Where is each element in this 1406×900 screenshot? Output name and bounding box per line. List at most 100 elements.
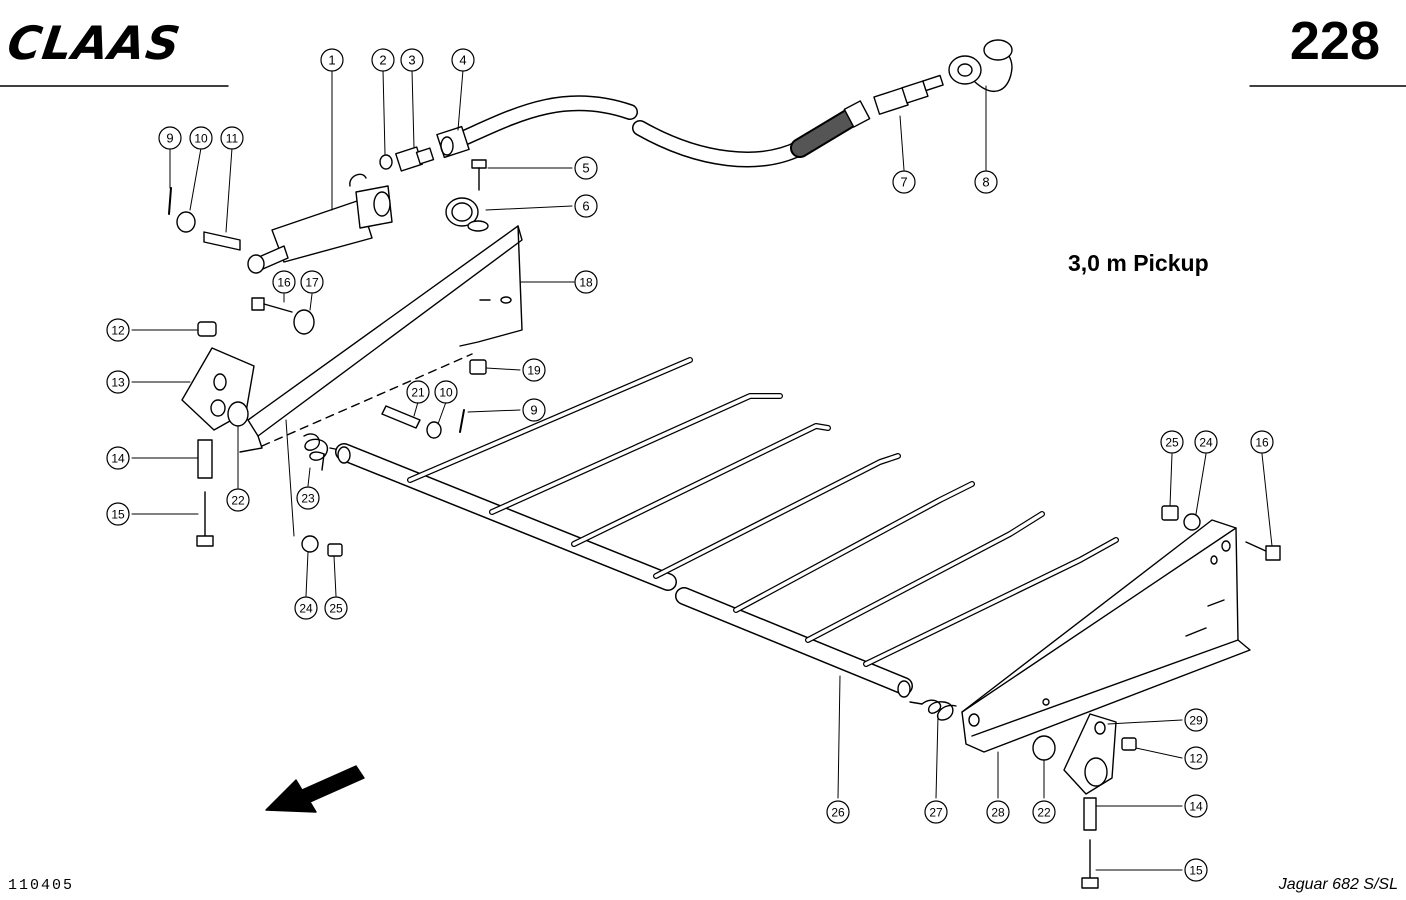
callout-number: 28: [991, 806, 1005, 820]
diagram-subtitle: 3,0 m Pickup: [1068, 250, 1209, 276]
callout-number: 22: [1037, 806, 1051, 820]
callout-2: 2: [371, 48, 395, 72]
washer: [1183, 513, 1201, 531]
side-frame-right: [961, 519, 1251, 753]
callout-11: 11: [220, 126, 244, 150]
callout-14: 14: [1184, 794, 1208, 818]
callout-12: 12: [106, 318, 130, 342]
callout-10: 10: [189, 126, 213, 150]
callout-9: 9: [158, 126, 182, 150]
callout-number: 15: [111, 508, 125, 522]
callout-number: 9: [530, 403, 537, 418]
nut: [1161, 505, 1179, 521]
callout-number: 14: [1189, 800, 1203, 814]
callout-number: 24: [299, 602, 313, 616]
callout-number: 22: [231, 494, 245, 508]
callout-number: 2: [379, 53, 386, 68]
leader-lines: [131, 69, 1273, 871]
brand-logo: CLAAS: [4, 16, 185, 70]
model-name: Jaguar 682 S/SL: [1278, 876, 1398, 893]
callout-1: 1: [320, 48, 344, 72]
hose-nut: [436, 125, 470, 159]
callout-number: 5: [582, 161, 589, 176]
callout-9: 9: [522, 398, 546, 422]
callout-15: 15: [1184, 858, 1208, 882]
callout-6: 6: [574, 194, 598, 218]
callout-number: 25: [329, 602, 343, 616]
callout-number: 6: [582, 199, 589, 214]
callout-21: 21: [406, 380, 430, 404]
callout-22: 22: [226, 488, 250, 512]
dust-cap: [948, 39, 1013, 92]
callout-number: 23: [301, 492, 315, 506]
callout-23: 23: [296, 486, 320, 510]
nut: [197, 321, 217, 337]
callout-number: 21: [411, 386, 425, 400]
reference-number: 110405: [8, 877, 75, 894]
callout-25: 25: [1160, 430, 1184, 454]
callout-number: 4: [459, 53, 466, 68]
callout-number: 1: [328, 53, 335, 68]
bolt: [1081, 839, 1099, 889]
bracket: [1063, 713, 1117, 795]
callout-24: 24: [294, 596, 318, 620]
callout-number: 14: [111, 452, 125, 466]
callout-number: 18: [579, 276, 593, 290]
callout-26: 26: [826, 800, 850, 824]
callout-number: 19: [527, 364, 541, 378]
nut: [469, 359, 487, 375]
callout-7: 7: [892, 170, 916, 194]
callout-12: 12: [1184, 746, 1208, 770]
callout-4: 4: [451, 48, 475, 72]
spacer-sleeve: [1083, 797, 1097, 831]
callout-25: 25: [324, 596, 348, 620]
callout-number: 25: [1165, 436, 1179, 450]
callout-27: 27: [924, 800, 948, 824]
callout-14: 14: [106, 446, 130, 470]
callout-number: 24: [1199, 436, 1213, 450]
callout-10: 10: [434, 380, 458, 404]
callout-number: 15: [1189, 864, 1203, 878]
callout-19: 19: [522, 358, 546, 382]
callout-number: 29: [1189, 714, 1203, 728]
callout-number: 27: [929, 806, 943, 820]
callout-number: 10: [439, 386, 453, 400]
hydraulic-cylinder: [247, 173, 393, 274]
callout-number: 7: [900, 175, 907, 190]
callout-24: 24: [1194, 430, 1218, 454]
bolt: [1245, 541, 1281, 561]
callout-15: 15: [106, 502, 130, 526]
callout-29: 29: [1184, 708, 1208, 732]
spacer-sleeve: [197, 439, 213, 479]
callout-number: 12: [1189, 752, 1203, 766]
spacer-ring: [293, 309, 315, 335]
callout-22: 22: [1032, 800, 1056, 824]
pin: [203, 231, 241, 251]
hose-clamp: [445, 197, 489, 232]
washer: [176, 211, 196, 233]
callout-18: 18: [574, 270, 598, 294]
callout-5: 5: [574, 156, 598, 180]
split-pin: [168, 187, 172, 215]
callout-number: 13: [111, 376, 125, 390]
callout-3: 3: [400, 48, 424, 72]
callout-28: 28: [986, 800, 1010, 824]
bolt: [196, 491, 214, 547]
callout-number: 8: [982, 175, 989, 190]
callout-17: 17: [300, 270, 324, 294]
callout-number: 26: [831, 806, 845, 820]
bolt: [251, 297, 293, 313]
nut: [327, 543, 343, 557]
callout-number: 16: [277, 276, 291, 290]
direction-arrow: [265, 765, 365, 813]
pickup-tines: [407, 357, 1119, 667]
washer: [227, 401, 249, 427]
washer: [1032, 735, 1056, 761]
callout-number: 11: [226, 132, 239, 146]
washer: [301, 535, 319, 553]
callout-number: 16: [1255, 436, 1269, 450]
split-pin: [459, 409, 465, 433]
hydraulic-hose: [447, 95, 871, 168]
callout-number: 12: [111, 324, 125, 338]
